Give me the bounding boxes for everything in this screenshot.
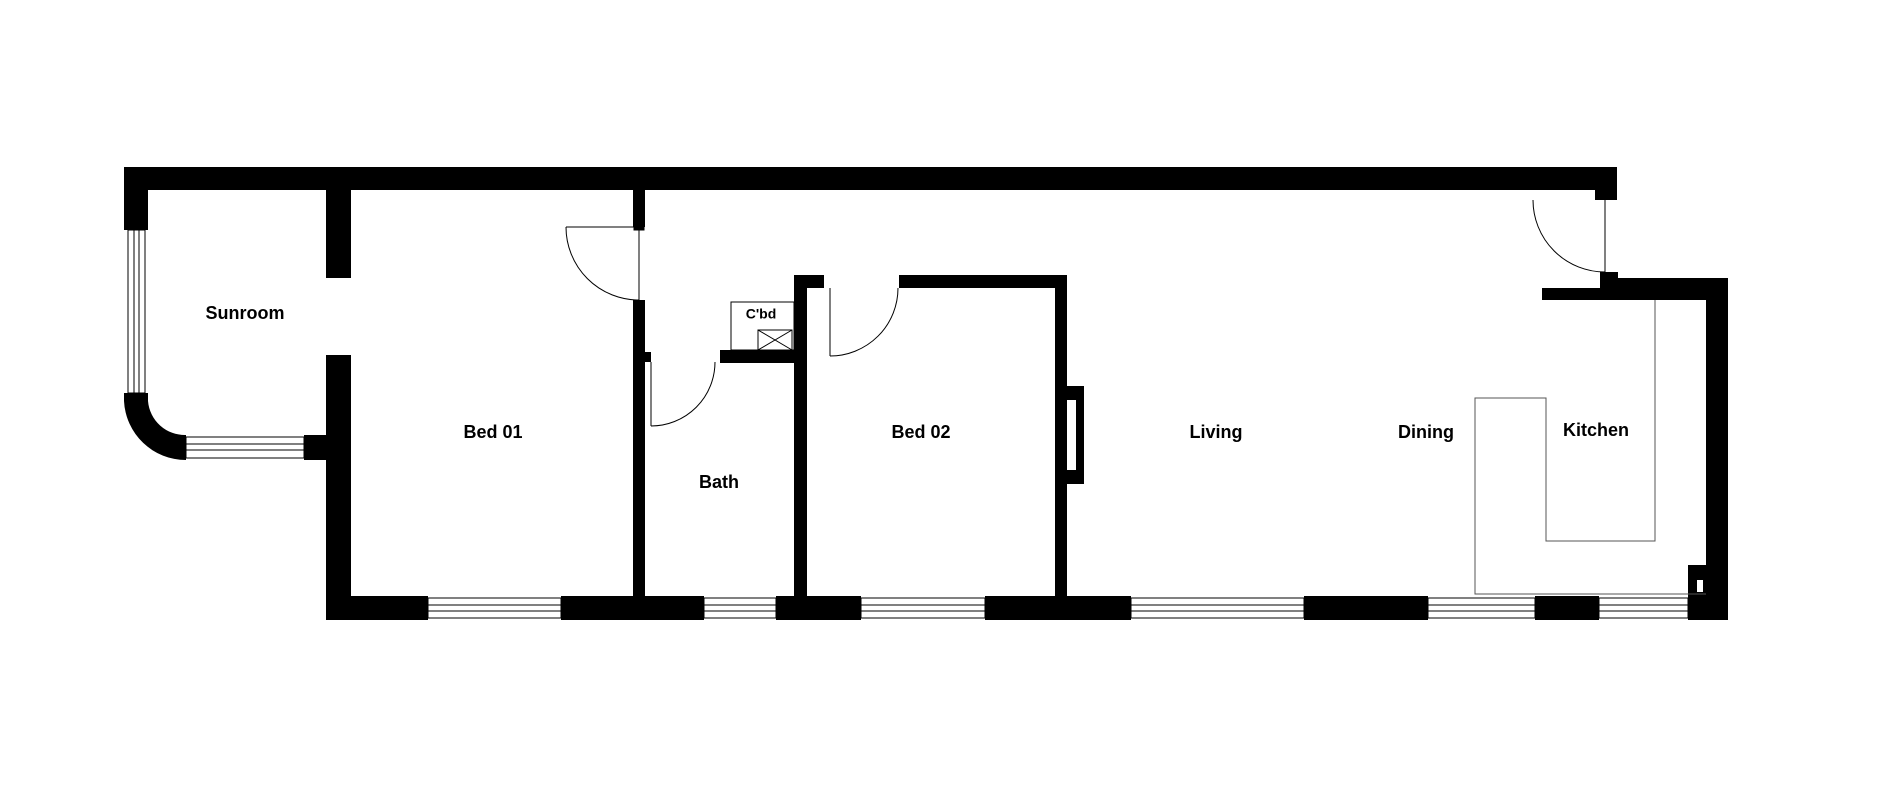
wall-bottom-7 (1688, 596, 1728, 620)
room-label-bath: Bath (699, 472, 739, 492)
wall-right (1706, 278, 1728, 620)
door-swing-icon[interactable] (829, 287, 899, 357)
wall-right-notch-inset (1697, 580, 1703, 592)
cupboard (730, 301, 795, 351)
doors (565, 199, 1606, 427)
door-swing-icon[interactable] (650, 361, 716, 427)
room-label-kitchen: Kitchen (1563, 420, 1629, 440)
window-icon (1130, 597, 1305, 619)
wall-bed01-right (633, 300, 645, 600)
wall-top (124, 167, 1617, 190)
wall-bath-stub (645, 352, 651, 362)
window-icon (427, 597, 562, 619)
room-label-dining: Dining (1398, 422, 1454, 442)
room-labels: Sunroom Bed 01 Bath C'bd Bed 02 Living D… (206, 303, 1630, 492)
wall-sunroom-curve (124, 401, 186, 461)
room-label-bed02: Bed 02 (891, 422, 950, 442)
room-label-cupboard: C'bd (746, 306, 777, 322)
wall-sunroom-bottom-stub (304, 435, 351, 460)
wall-sunroom-left-lower (124, 393, 148, 401)
room-label-bed01: Bed 01 (463, 422, 522, 442)
wall-top-end (1595, 190, 1617, 200)
cupboard-box (757, 329, 793, 351)
wall-sunroom-left (124, 167, 148, 230)
wall-kitchen-stub (1600, 272, 1618, 282)
wall-bath-right (794, 275, 807, 600)
wall-bottom-4 (985, 596, 1131, 620)
wall-bed02-top-left (794, 275, 824, 288)
wall-bottom-5 (1304, 596, 1428, 620)
window-icon (127, 229, 146, 394)
wall-bottom-1 (326, 596, 428, 620)
window-icon (703, 597, 777, 619)
windows (127, 229, 1689, 619)
window-icon (860, 597, 986, 619)
wall-sunroom-partition-lower (326, 355, 351, 620)
window-icon (185, 436, 305, 459)
walls (124, 167, 1728, 620)
window-icon (1427, 597, 1536, 619)
wall-bottom-3 (776, 596, 861, 620)
kitchen-bench-u (1474, 300, 1706, 595)
wall-cupboard-bottom (720, 350, 794, 363)
door-swing-icon[interactable] (565, 226, 645, 301)
room-label-sunroom: Sunroom (206, 303, 285, 323)
kitchen-benches (1474, 300, 1706, 595)
wall-sunroom-partition-upper (326, 190, 351, 278)
door-swing-icon[interactable] (1532, 199, 1606, 273)
window-icon (1598, 597, 1689, 619)
room-label-living: Living (1190, 422, 1243, 442)
wall-bottom-6 (1535, 596, 1599, 620)
fireplace-opening (1067, 400, 1076, 470)
wall-kitchen-top-left (1542, 288, 1600, 300)
wall-bed01-right-upper (633, 190, 645, 227)
wall-bed02-top (899, 275, 1067, 288)
wall-kitchen-top (1600, 278, 1728, 300)
wall-bottom-2 (561, 596, 704, 620)
